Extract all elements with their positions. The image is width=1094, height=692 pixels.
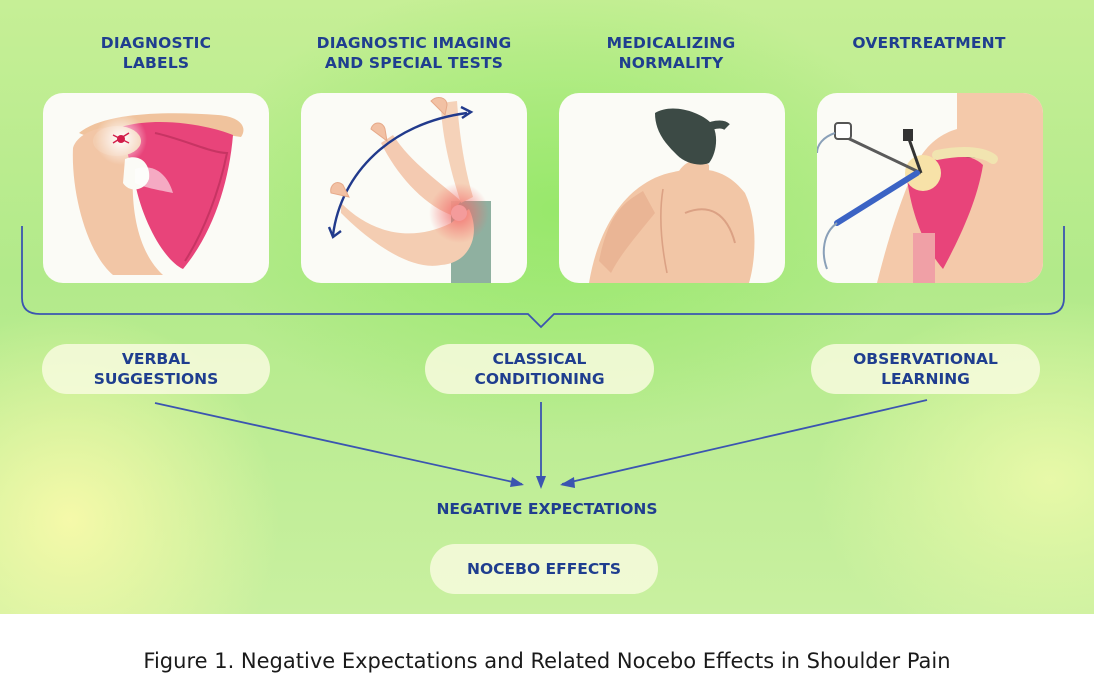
pill-verbal-suggestions: VERBAL SUGGESTIONS [42, 344, 270, 394]
pill-observational-learning: OBSERVATIONAL LEARNING [811, 344, 1040, 394]
panel-diagnostic-labels [43, 93, 269, 283]
heading-overtreatment: OVERTREATMENT [852, 34, 1006, 52]
figure-canvas: DIAGNOSTIC LABELS DIAGNOSTIC IMAGING AND… [0, 0, 1094, 614]
grouping-bracket [21, 226, 1065, 329]
label-negative-expectations: NEGATIVE EXPECTATIONS [436, 500, 658, 518]
pill-nocebo-effects: NOCEBO EFFECTS [430, 544, 658, 594]
pill-classical-conditioning: CLASSICAL CONDITIONING [425, 344, 654, 394]
figure-caption: Figure 1. Negative Expectations and Rela… [143, 649, 951, 673]
panel-overtreatment [817, 93, 1043, 283]
arthroscopy-illustration-icon [817, 93, 1043, 283]
connector-lines [21, 226, 1065, 489]
arrow-classical-to-expectations [536, 402, 546, 489]
arrow-verbal-to-expectations [154, 402, 524, 487]
back-illustration-icon [589, 108, 755, 283]
heading-diagnostic-imaging: DIAGNOSTIC IMAGING AND SPECIAL TESTS [316, 34, 512, 72]
scapula-illustration-icon [72, 113, 244, 276]
heading-medicalizing-normality: MEDICALIZING NORMALITY [606, 34, 736, 72]
panel-diagnostic-imaging [301, 93, 527, 283]
arrow-observational-to-expectations [560, 399, 928, 488]
arm-movement-illustration-icon [327, 97, 491, 283]
heading-diagnostic-labels: DIAGNOSTIC LABELS [100, 34, 212, 72]
panel-medicalizing-normality [559, 93, 785, 283]
